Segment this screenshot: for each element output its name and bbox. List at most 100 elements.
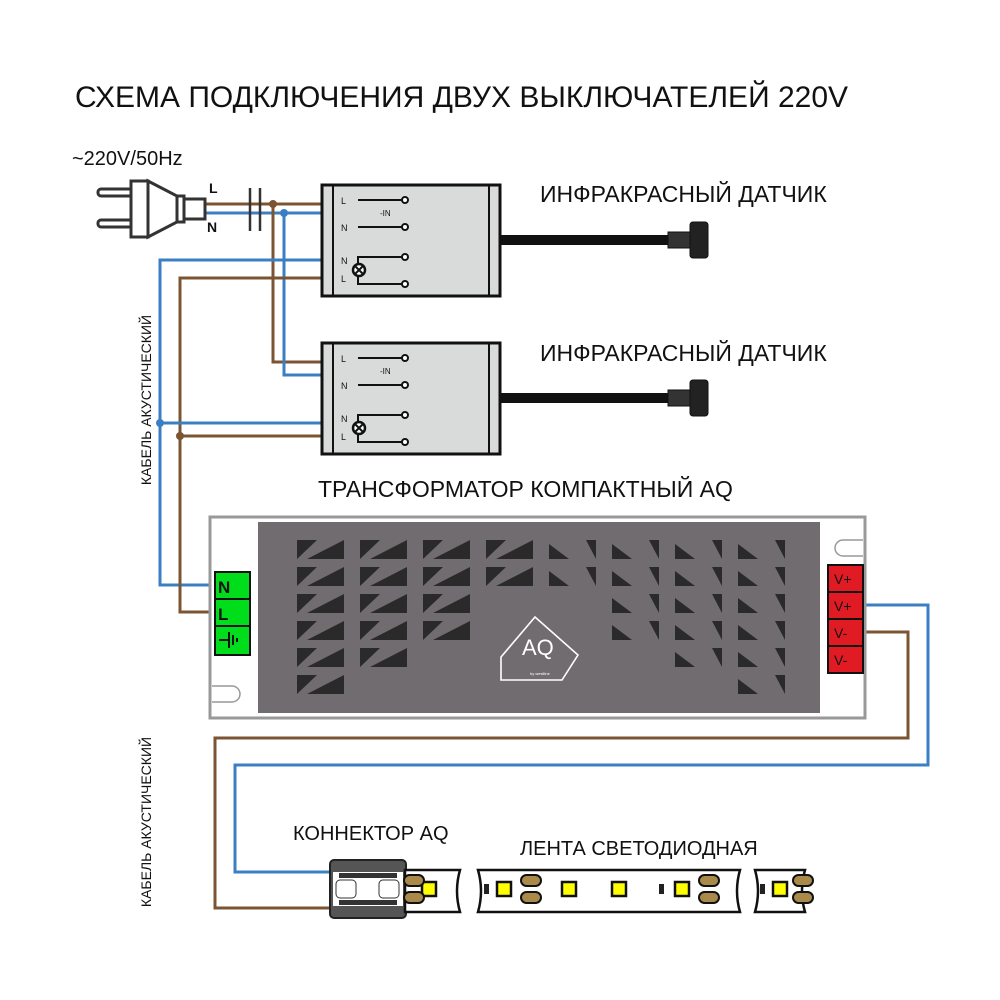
solder-pad xyxy=(403,891,425,904)
sensor-cable xyxy=(500,393,670,403)
resistor xyxy=(484,884,489,894)
led-chip xyxy=(673,880,691,898)
vent-slot xyxy=(738,540,785,559)
vent-slot xyxy=(360,648,407,667)
vent-slot xyxy=(549,540,596,559)
contact-terminal xyxy=(401,280,409,288)
vent-slot xyxy=(297,540,344,559)
cable-label-top: КАБЕЛЬ АКУСТИЧЕСКИЙ xyxy=(137,315,154,485)
vent-slot xyxy=(297,567,344,586)
vent-slot xyxy=(738,648,785,667)
cable-label-bottom: КАБЕЛЬ АКУСТИЧЕСКИЙ xyxy=(137,737,154,907)
solder-pad xyxy=(403,874,425,887)
led-chip xyxy=(560,880,578,898)
power-plug-icon xyxy=(96,178,207,240)
sensor-pin-label: N xyxy=(341,381,348,391)
logo-text: AQ xyxy=(522,635,554,660)
vent-slot xyxy=(549,567,596,586)
output-terminal-block: V+ V+ V- V- xyxy=(827,564,864,674)
sensor-pin-label: L xyxy=(341,354,346,364)
sensor1-label: ИНФРАКРАСНЫЙ ДАТЧИК xyxy=(540,180,827,207)
sensor-pin-label: L xyxy=(341,432,346,442)
terminal-v-minus-1: V- xyxy=(834,625,848,641)
solder-pad xyxy=(792,891,814,904)
aq-logo: AQ by westline xyxy=(500,615,580,681)
solder-pad xyxy=(792,874,814,887)
sensor-pin-label: N xyxy=(341,223,348,233)
sensor-body xyxy=(320,183,502,298)
sensor2-live-feed xyxy=(271,204,322,364)
contact-terminal xyxy=(401,381,409,389)
sensor-plug xyxy=(667,231,693,249)
vent-slot xyxy=(675,567,722,586)
solder-pad xyxy=(698,874,720,887)
vent-slot xyxy=(360,567,407,586)
junctions xyxy=(156,200,288,440)
vent-slot xyxy=(360,621,407,640)
mains-label: ~220V/50Hz xyxy=(72,148,183,170)
vent-slot xyxy=(360,594,407,613)
vent-slot xyxy=(297,648,344,667)
diagram-title: СХЕМА ПОДКЛЮЧЕНИЯ ДВУХ ВЫКЛЮЧАТЕЛЕЙ 220V xyxy=(75,80,848,114)
sensor-pin-label: N xyxy=(341,414,348,424)
ground-icon xyxy=(219,632,238,648)
strip-segment xyxy=(476,868,742,914)
terminal-v-plus-1: V+ xyxy=(834,571,852,587)
vent-slot xyxy=(612,594,659,613)
solder-pad xyxy=(520,891,542,904)
vent-slot xyxy=(297,594,344,613)
solder-pad xyxy=(520,874,542,887)
contact-terminal xyxy=(401,196,409,204)
solder-pad xyxy=(698,891,720,904)
sensor2-neutral-feed xyxy=(282,213,322,377)
contact-terminal xyxy=(401,354,409,362)
vent-slot xyxy=(423,540,470,559)
led-strip xyxy=(403,868,814,914)
resistor xyxy=(659,884,664,894)
lamp-icon xyxy=(354,423,364,433)
vent-slot xyxy=(612,621,659,640)
sensor-plug-cap xyxy=(689,221,709,259)
transformer-label: ТРАНСФОРМАТОР КОМПАКТНЫЙ AQ xyxy=(318,475,733,502)
sensor-pin-label: L xyxy=(341,274,346,284)
vent-slot xyxy=(675,540,722,559)
vent-slot xyxy=(486,567,533,586)
vent-slot xyxy=(297,675,344,694)
terminal-v-plus-2: V+ xyxy=(834,598,852,614)
vent-slot xyxy=(297,621,344,640)
vent-slot xyxy=(486,540,533,559)
sensor-body xyxy=(320,341,502,456)
contact-terminal xyxy=(401,223,409,231)
strip-label: ЛЕНТА СВЕТОДИОДНАЯ xyxy=(520,838,758,860)
contact-terminal xyxy=(401,253,409,261)
terminal-n: N xyxy=(218,578,230,597)
vent-slot xyxy=(675,621,722,640)
sensor-pin-label: L xyxy=(341,196,346,206)
vent-slot xyxy=(675,648,722,667)
vent-slot xyxy=(738,594,785,613)
load-live-wire xyxy=(178,276,322,614)
input-terminal-block: N L xyxy=(214,571,251,656)
transformer: AQ by westline N L V+ V+ V- V- xyxy=(208,515,867,720)
sensor2-label: ИНФРАКРАСНЫЙ ДАТЧИК xyxy=(540,339,827,366)
led-chip xyxy=(495,880,513,898)
vent-slot xyxy=(738,675,785,694)
circuit-breaker-icon xyxy=(248,188,262,231)
sensor-in-label: -IN xyxy=(380,367,391,376)
resistor xyxy=(760,884,765,894)
vent-slot xyxy=(675,594,722,613)
led-chip xyxy=(420,880,438,898)
ventilation-grid xyxy=(297,540,785,694)
terminal-v-minus-2: V- xyxy=(834,652,848,668)
neutral-label: N xyxy=(207,219,217,235)
terminal-l: L xyxy=(218,605,228,624)
sensor-plug-cap xyxy=(689,379,709,417)
vent-slot xyxy=(360,540,407,559)
logo-subtext: by westline xyxy=(530,671,551,676)
vent-slot xyxy=(423,567,470,586)
sensor-cable xyxy=(500,235,670,245)
